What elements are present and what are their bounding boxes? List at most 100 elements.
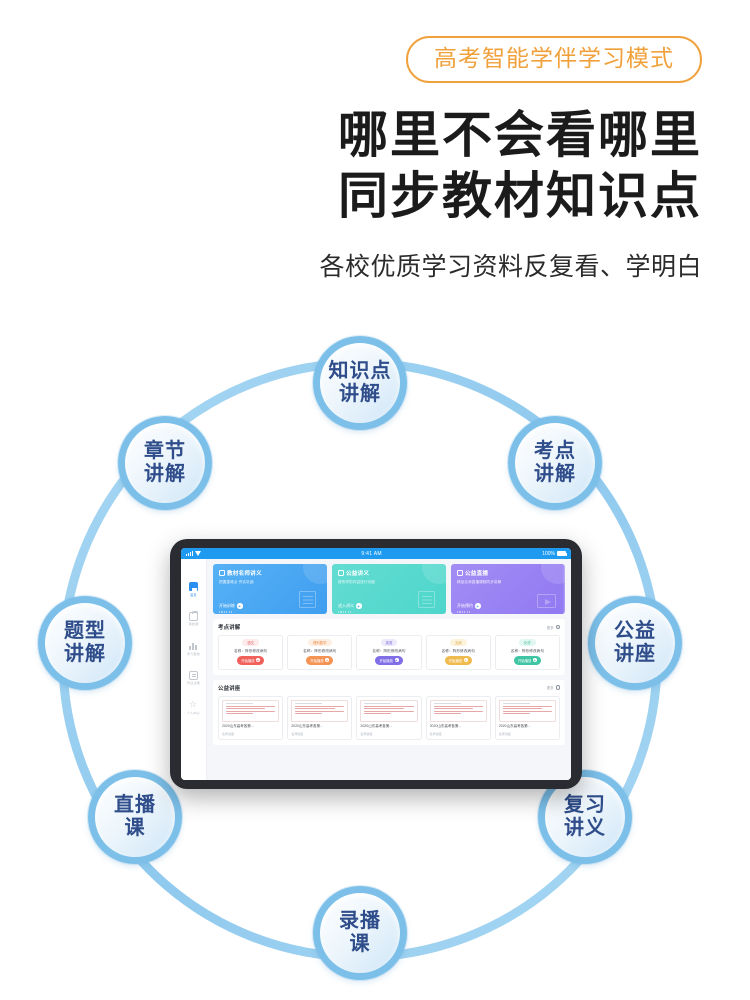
banner-title: 公益直播 bbox=[465, 571, 489, 577]
lecture-card-meta: 名师讲座 bbox=[429, 731, 442, 736]
banner-textbook-handout[interactable]: 教材名师讲义 把握重难点·夯实巩固 开始训练 bbox=[213, 564, 327, 614]
lecture-card-meta: 名师讲座 bbox=[360, 731, 373, 736]
sidebar-item-homework[interactable]: 作业试卷 bbox=[187, 670, 200, 685]
thumbnail-text-line bbox=[364, 705, 414, 707]
lecture-card[interactable]: 2020山东高考各第... 名师讲座 bbox=[425, 695, 491, 740]
page-subtitle: 各校优质学习资料反复看、学明白 bbox=[319, 253, 702, 281]
subject-card[interactable]: 语文名称：阵形修改病句开始播放 bbox=[218, 635, 284, 670]
banner-artwork-sheet-icon bbox=[299, 591, 321, 611]
tablet-screen: 9:41 AM 100% 首页 我的课 bbox=[181, 548, 571, 780]
bubble-public-lecture[interactable]: 公益 讲座 bbox=[588, 596, 682, 690]
bubble-knowledge-point[interactable]: 知识点 讲解 bbox=[313, 336, 407, 430]
app-body: 首页 我的课 学习报告 作业试卷 ☆ bbox=[181, 559, 571, 780]
bubble-label-line2: 讲解 bbox=[534, 463, 576, 485]
thumbnail-text-line bbox=[295, 710, 345, 712]
banner-public-handout[interactable]: 公益讲义 按所学的内容进行巩固 进入讲义 bbox=[332, 564, 446, 614]
subject-card[interactable]: 化学名称：阵形修改病句开始播放 bbox=[494, 635, 561, 670]
more-link[interactable]: 更多 bbox=[546, 686, 554, 691]
banner-cta-button[interactable]: 开始训练 bbox=[219, 603, 243, 609]
bubble-question-type[interactable]: 题型 讲解 bbox=[38, 596, 132, 690]
bubble-label-line1: 公益 bbox=[614, 620, 656, 642]
sidebar-item-my-courses[interactable]: 我的课 bbox=[189, 610, 199, 626]
banner-dots bbox=[457, 611, 471, 613]
play-button[interactable]: 开始播放 bbox=[375, 656, 403, 665]
banner-title: 公益讲义 bbox=[346, 571, 370, 577]
bubble-label-line2: 讲义 bbox=[564, 817, 606, 839]
subject-tag: 语文 bbox=[242, 639, 259, 647]
thumbnail-text-line bbox=[295, 708, 335, 709]
section-exam-point: 考点讲解 更多 语文名称：阵形修改病句开始播放理科数学名称：阵形修改病句开始播放… bbox=[213, 619, 565, 675]
lecture-card-title: 2020山东高考各第... bbox=[429, 724, 462, 729]
thumbnail-text-line bbox=[295, 705, 345, 707]
lecture-card[interactable]: 2020山东高考各第...名师讲座 bbox=[494, 695, 561, 740]
banner-public-live[interactable]: 公益直播 精品名师直播课程同步讲解 开始预约 bbox=[451, 564, 565, 614]
play-arrow-icon bbox=[532, 658, 537, 663]
play-button[interactable]: 开始播放 bbox=[237, 656, 265, 665]
play-button-label: 开始播放 bbox=[379, 658, 394, 663]
banner-head: 公益直播 bbox=[457, 569, 559, 577]
lecture-card-meta: 名师讲座 bbox=[498, 731, 511, 736]
play-arrow-icon bbox=[256, 658, 261, 663]
subject-card-name: 名称：阵形修改病句 bbox=[372, 648, 406, 653]
banner-artwork-play-icon bbox=[537, 591, 559, 611]
section-header: 考点讲解 更多 bbox=[218, 623, 560, 631]
thumbnail-text-line bbox=[226, 710, 276, 712]
subject-card[interactable]: 文综名称：阵形修改病句开始播放 bbox=[425, 635, 491, 670]
subject-card[interactable]: 理科数学名称：阵形修改病句开始播放 bbox=[287, 635, 353, 670]
bubble-label-line2: 讲解 bbox=[339, 383, 381, 405]
banner-cta-button[interactable]: 开始预约 bbox=[457, 603, 481, 609]
bubble-review-handout[interactable]: 复习 讲义 bbox=[538, 770, 632, 864]
thumbnail-text-line bbox=[502, 705, 553, 707]
play-button[interactable]: 开始播放 bbox=[444, 656, 472, 665]
play-arrow-icon bbox=[237, 603, 243, 609]
thumbnail-text-line bbox=[364, 708, 404, 709]
thumbnail-text-line bbox=[502, 708, 543, 709]
banner-row: 教材名师讲义 把握重难点·夯实巩固 开始训练 bbox=[213, 564, 565, 614]
bubble-live-class[interactable]: 直播 课 bbox=[88, 770, 182, 864]
page-title: 哪里不会看哪里 同步教材知识点 各校优质学习资料反复看、学明白 bbox=[48, 105, 702, 283]
lecture-card-meta: 名师讲座 bbox=[222, 731, 235, 736]
more-link[interactable]: 更多 bbox=[546, 625, 554, 630]
lecture-card-meta: 名师讲座 bbox=[291, 731, 304, 736]
bubble-chapter[interactable]: 章节 讲解 bbox=[118, 416, 212, 510]
thumbnail-text-line bbox=[433, 710, 483, 712]
banner-cta-button[interactable]: 进入讲义 bbox=[338, 603, 362, 609]
subject-card[interactable]: 英语名称：阵形修改病句开始播放 bbox=[356, 635, 422, 670]
gear-icon[interactable] bbox=[555, 624, 560, 630]
status-bar-right: 100% bbox=[542, 551, 567, 557]
thumbnail-text-line bbox=[226, 705, 276, 707]
thumbnail-text-line bbox=[226, 713, 254, 714]
lecture-card-title: 2020山东高考各第... bbox=[360, 724, 393, 729]
status-bar: 9:41 AM 100% bbox=[181, 548, 571, 559]
thumbnail-text-line bbox=[226, 703, 254, 704]
subject-card-name: 名称：阵形修改病句 bbox=[233, 648, 268, 653]
section-tools: 更多 bbox=[546, 624, 560, 630]
gear-icon[interactable] bbox=[555, 685, 560, 690]
star-icon: ☆ bbox=[189, 699, 198, 709]
sidebar-item-home[interactable]: 首页 bbox=[189, 582, 198, 597]
play-button[interactable]: 开始播放 bbox=[306, 656, 334, 665]
battery-icon bbox=[557, 551, 567, 556]
banner-desc: 把握重难点·夯实巩固 bbox=[219, 580, 254, 584]
banner-cta-label: 开始预约 bbox=[457, 603, 473, 608]
sidebar-item-profile[interactable]: ☆ 个人中心 bbox=[187, 700, 200, 715]
chart-icon bbox=[189, 641, 198, 650]
subject-tag: 英语 bbox=[380, 639, 398, 647]
lecture-thumbnail bbox=[498, 699, 557, 722]
sidebar-item-study-report[interactable]: 学习报告 bbox=[187, 641, 200, 656]
subject-card-row: 语文名称：阵形修改病句开始播放理科数学名称：阵形修改病句开始播放英语名称：阵形修… bbox=[218, 635, 561, 670]
section-title: 公益讲座 bbox=[218, 685, 241, 692]
thumbnail-text-line bbox=[364, 713, 392, 714]
bubble-exam-point[interactable]: 考点 讲解 bbox=[508, 416, 602, 510]
bubble-label-line2: 讲解 bbox=[64, 643, 106, 665]
banner-artwork-sheet-icon bbox=[418, 591, 440, 611]
lecture-card[interactable]: 2020山东高考各第... 名师讲座 bbox=[356, 695, 422, 740]
bubble-label-line2: 讲解 bbox=[144, 463, 186, 485]
lecture-card[interactable]: 2020山东高考各第...名师讲座 bbox=[218, 695, 284, 740]
lecture-card[interactable]: 2020山东高考各第...名师讲座 bbox=[287, 695, 353, 740]
play-button-label: 开始播放 bbox=[517, 658, 532, 663]
bubble-label-line2: 课 bbox=[124, 817, 146, 839]
bubble-recorded-class[interactable]: 录播 课 bbox=[313, 886, 407, 980]
thumbnail-text-line bbox=[433, 708, 473, 709]
play-button[interactable]: 开始播放 bbox=[513, 656, 541, 665]
